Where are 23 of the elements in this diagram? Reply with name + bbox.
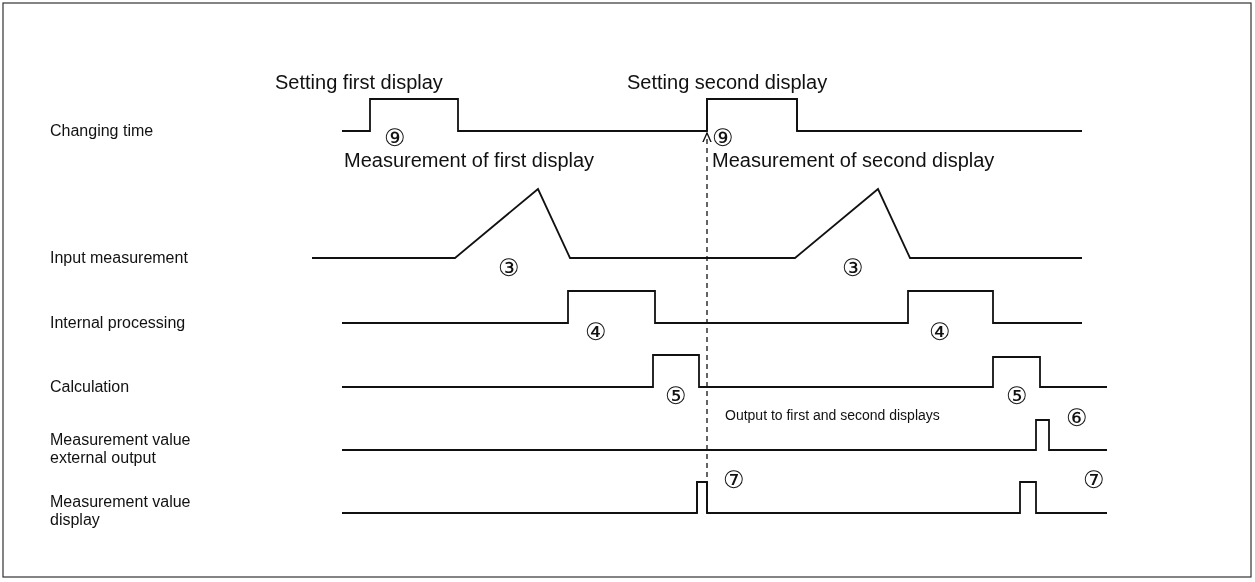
- callout-number: ⑦: [1083, 466, 1105, 494]
- heading-text: Setting first display: [275, 71, 443, 93]
- callout-number: ④: [929, 318, 951, 346]
- heading-text: Measurement of first display: [344, 149, 595, 171]
- callout-number: ③: [842, 254, 864, 282]
- callout-number: ⑨: [384, 124, 406, 152]
- callout-number: ⑥: [1066, 404, 1088, 432]
- callout-number: ⑨: [712, 124, 734, 152]
- signal-pulse: [696, 481, 708, 514]
- heading-text: Setting second display: [627, 71, 828, 93]
- signal-name: Internal processing: [50, 314, 186, 332]
- heading-text: Measurement of second display: [712, 149, 995, 171]
- callout-number: ④: [585, 318, 607, 346]
- signal-name: Input measurement: [50, 249, 188, 267]
- callout-number: ③: [498, 254, 520, 282]
- annotation-text: Output to first and second displays: [725, 408, 940, 424]
- callout-number: ⑤: [1006, 382, 1028, 410]
- signal-name: Measurement value external output: [50, 431, 192, 467]
- signal-name: Calculation: [50, 378, 130, 396]
- callout-number: ⑦: [723, 466, 745, 494]
- signal-name: Measurement value display: [50, 493, 192, 529]
- signal-name: Changing time: [50, 122, 154, 140]
- callout-number: ⑤: [665, 382, 687, 410]
